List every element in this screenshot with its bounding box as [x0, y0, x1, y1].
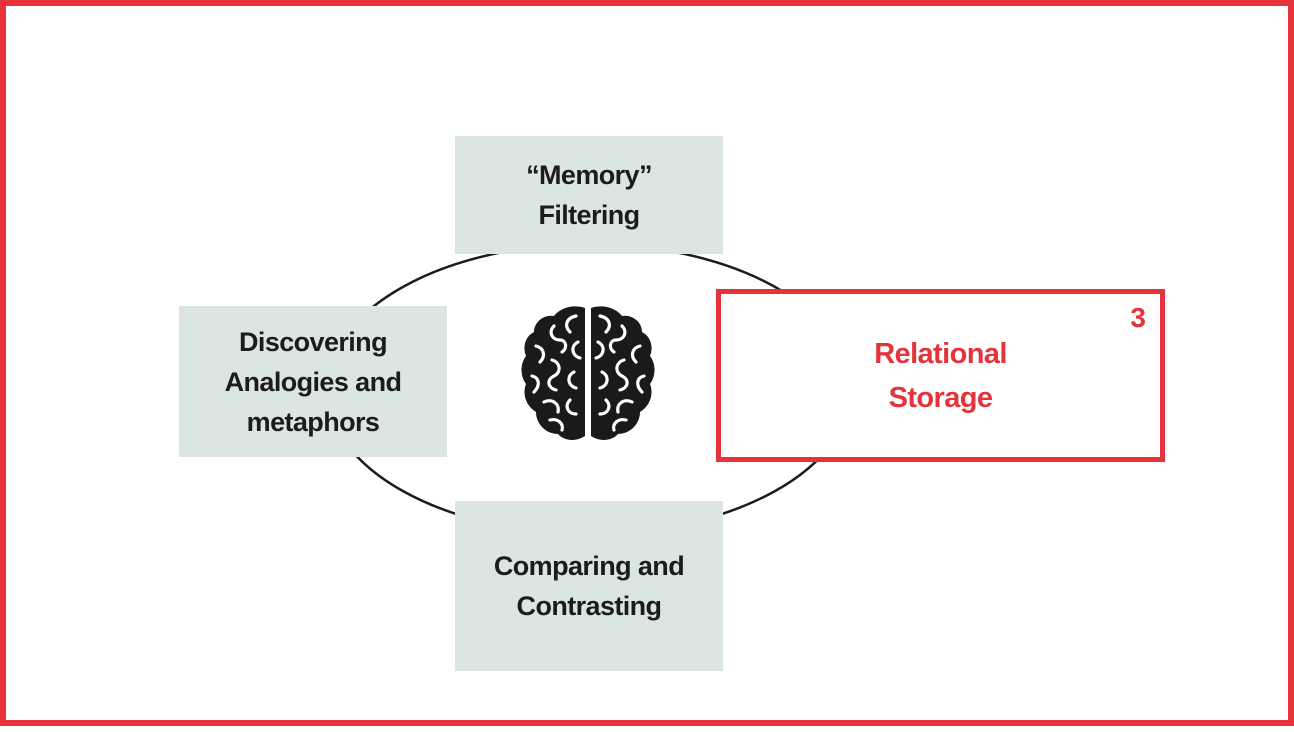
- brain-icon: [521, 306, 655, 440]
- discovering-analogies-label: Discovering Analogies and metaphors: [224, 326, 402, 437]
- comparing-contrasting-node: Comparing and Contrasting: [455, 501, 723, 671]
- step-number-badge: 3: [1130, 302, 1146, 333]
- discovering-analogies-node: Discovering Analogies and metaphors: [179, 306, 447, 457]
- relational-storage-node: Relational Storage 3: [716, 289, 1165, 462]
- memory-filtering-label: “Memory” Filtering: [526, 160, 652, 230]
- relational-storage-label: Relational Storage: [874, 337, 1007, 414]
- memory-filtering-node: “Memory” Filtering: [455, 136, 723, 254]
- comparing-contrasting-label: Comparing and Contrasting: [493, 551, 685, 621]
